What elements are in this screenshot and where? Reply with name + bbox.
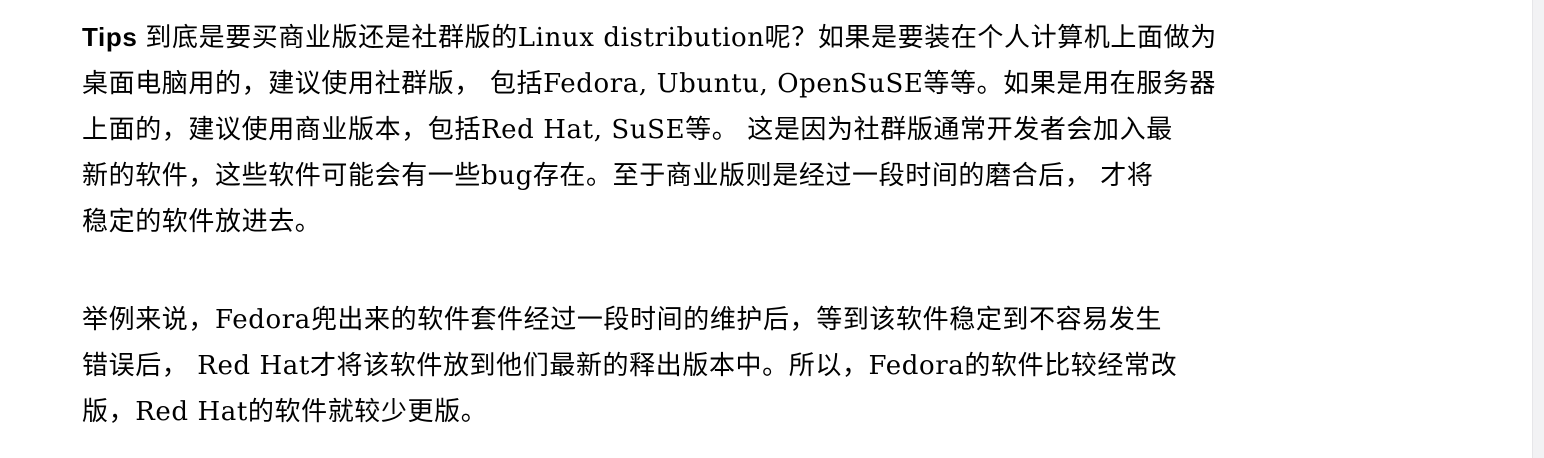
tips-label: Tips (82, 22, 138, 52)
paragraph-line: 稳定的软件放进去。 (82, 207, 322, 237)
paragraph-line-text: 到底是要买商业版还是社群版的Linux distribution呢？如果是要装在… (145, 23, 1217, 53)
paragraph-line: 桌面电脑用的，建议使用社群版， 包括Fedora, Ubuntu, OpenSu… (82, 69, 1217, 99)
paragraph-line: 上面的，建议使用商业版本，包括Red Hat, SuSE等。 这是因为社群版通常… (82, 115, 1173, 145)
paragraph-line: 版，Red Hat的软件就较少更版。 (82, 397, 488, 427)
vertical-scrollbar[interactable] (1532, 0, 1544, 458)
paragraph-line: 新的软件，这些软件可能会有一些bug存在。至于商业版则是经过一段时间的磨合后， … (82, 161, 1154, 191)
example-paragraph: 举例来说，Fedora兜出来的软件套件经过一段时间的维护后，等到该软件稳定到不容… (82, 297, 1382, 435)
paragraph-line: 举例来说，Fedora兜出来的软件套件经过一段时间的维护后，等到该软件稳定到不容… (82, 305, 1163, 335)
paragraph-line: 错误后， Red Hat才将该软件放到他们最新的释出版本中。所以，Fedora的… (82, 351, 1178, 381)
